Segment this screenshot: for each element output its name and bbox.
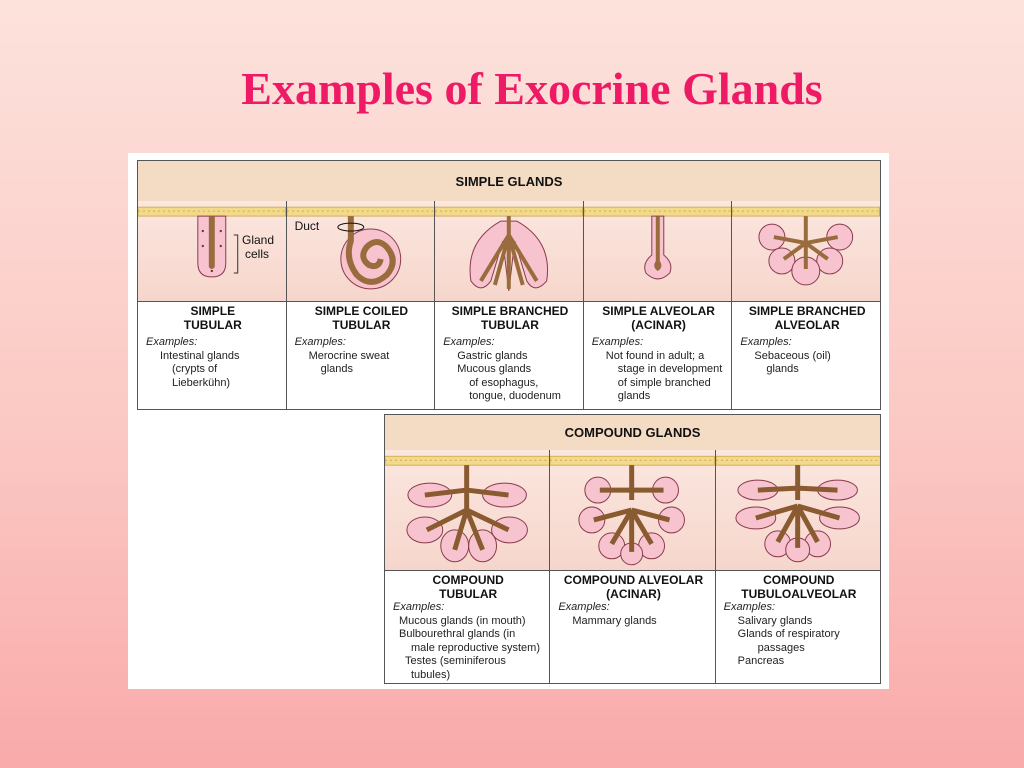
examples-label: Examples:: [558, 601, 610, 613]
simple-tubular-illustration: Gland cells: [138, 201, 287, 301]
simple-branched-tubular-illustration: [435, 201, 584, 301]
examples-label: Examples:: [294, 336, 346, 348]
gland-type-name: SIMPLE BRANCHED TUBULAR: [451, 304, 569, 332]
example-item: Bulbourethral glands (in: [399, 628, 516, 640]
compound-glands-panel: COMPOUND GLANDS: [384, 414, 881, 684]
gland-type-name: SIMPLE BRANCHED ALVEOLAR: [748, 304, 866, 332]
example-item: of simple branched: [617, 376, 711, 389]
example-item: tongue, duodenum: [469, 390, 561, 402]
example-item: Sebaceous (oil): [754, 349, 831, 362]
example-item: Intestinal glands: [160, 349, 240, 362]
example-item: (crypts of: [172, 363, 218, 375]
simple-coiled-tubular-illustration: Duct: [286, 201, 436, 301]
example-item: passages: [757, 641, 805, 654]
examples-label: Examples:: [740, 336, 792, 348]
gland-type-name: COMPOUND TUBULAR: [432, 573, 504, 601]
simple-gland-cell: SIMPLE BRANCHED ALVEOLAR Examples: Sebac…: [732, 302, 880, 409]
simple-gland-cell: SIMPLE TUBULAR Examples: Intestinal glan…: [138, 302, 287, 409]
exocrine-glands-figure: SIMPLE GLANDS Gland cells: [128, 153, 889, 689]
gland-type-name: SIMPLE TUBULAR: [183, 304, 242, 332]
examples-label: Examples:: [146, 336, 198, 348]
simple-glands-text-row: SIMPLE TUBULAR Examples: Intestinal glan…: [138, 301, 880, 409]
compound-alveolar-illustration: [550, 450, 716, 570]
simple-alveolar-illustration: [583, 201, 733, 301]
examples-label: Examples:: [393, 601, 445, 613]
compound-tubular-illustration: [385, 450, 551, 570]
example-item: Mammary glands: [572, 614, 657, 627]
gland-type-name: SIMPLE COILED TUBULAR: [314, 304, 409, 332]
example-item: Gastric glands: [457, 349, 528, 362]
examples-label: Examples:: [443, 336, 495, 348]
example-item: Pancreas: [737, 655, 785, 667]
example-item: male reproductive system): [411, 641, 540, 654]
compound-glands-text-row: COMPOUND TUBULAR Examples: Mucous glands…: [385, 570, 880, 683]
simple-glands-header: SIMPLE GLANDS: [138, 161, 880, 202]
example-item: Lieberkühn): [172, 376, 231, 389]
example-item: glands: [617, 390, 651, 402]
compound-gland-cell: COMPOUND TUBULAR Examples: Mucous glands…: [385, 571, 551, 683]
gland-type-name: COMPOUND TUBULOALVEOLAR: [741, 573, 857, 601]
simple-branched-alveolar-illustration: [732, 201, 880, 301]
slide-title: Examples of Exocrine Glands: [241, 63, 823, 114]
gland-type-name: SIMPLE ALVEOLAR (ACINAR): [602, 304, 715, 332]
examples-label: Examples:: [591, 336, 644, 348]
compound-tubuloalveolar-illustration: [715, 450, 880, 570]
examples-label: Examples:: [723, 601, 776, 613]
example-item: tubules): [411, 668, 451, 681]
example-item: glands: [766, 363, 799, 375]
compound-glands-header: COMPOUND GLANDS: [385, 415, 880, 451]
example-item: Mucous glands (in mouth): [399, 614, 526, 627]
compound-gland-cell: COMPOUND ALVEOLAR (ACINAR) Examples: Mam…: [550, 571, 716, 683]
example-item: Testes (seminiferous: [405, 655, 506, 667]
duct-label: Duct: [294, 219, 320, 233]
gland-type-name: COMPOUND ALVEOLAR (ACINAR): [563, 573, 704, 601]
example-item: Mucous glands: [457, 363, 532, 375]
simple-gland-cell: SIMPLE BRANCHED TUBULAR Examples: Gastri…: [435, 302, 584, 409]
simple-gland-cell: SIMPLE COILED TUBULAR Examples: Merocrin…: [287, 302, 436, 409]
example-item: Salivary glands: [737, 614, 813, 627]
compound-gland-cell: COMPOUND TUBULOALVEOLAR Examples: Saliva…: [716, 571, 880, 683]
gland-cells-label: Gland cells: [242, 233, 275, 261]
example-item: stage in development: [617, 363, 723, 375]
example-item: Not found in adult; a: [605, 349, 705, 362]
example-item: of esophagus,: [469, 376, 539, 389]
simple-glands-panel: SIMPLE GLANDS Gland cells: [137, 160, 881, 410]
simple-gland-cell: SIMPLE ALVEOLAR (ACINAR) Examples: Not f…: [584, 302, 733, 409]
example-item: Glands of respiratory: [737, 628, 840, 640]
example-item: glands: [320, 363, 354, 375]
example-item: Merocrine sweat: [308, 349, 390, 362]
